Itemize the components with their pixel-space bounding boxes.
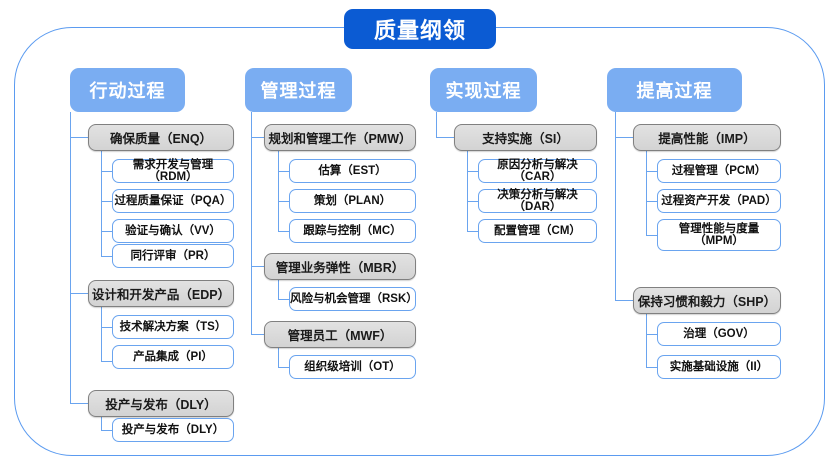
leaf-rdm[interactable]: 需求开发与管理（RDM） [112,159,234,183]
leaf-mc[interactable]: 跟踪与控制（MC） [289,219,416,243]
leaf-pqa[interactable]: 过程质量保证（PQA） [112,189,234,213]
group-stub-1-1 [70,137,89,139]
child-stub-si-2 [467,201,479,203]
leaf-gov[interactable]: 治理（GOV） [657,322,781,346]
group-stub-4-2 [615,300,634,302]
child-stub-shp-1 [646,334,658,336]
group-box-edp[interactable]: 设计和开发产品（EDP） [88,280,234,307]
child-trunk-shp [646,314,648,368]
column-header-2[interactable]: 管理过程 [245,68,352,112]
diagram-title: 质量纲领 [344,9,496,49]
leaf-plan[interactable]: 策划（PLAN） [289,189,416,213]
group-stub-2-3 [251,334,265,336]
child-stub-mbr-1 [278,299,290,301]
child-trunk-pmw [278,151,280,231]
child-trunk-mbr [278,280,280,300]
child-trunk-dly [101,417,103,431]
leaf-rsk[interactable]: 风险与机会管理（RSK） [289,287,418,311]
group-stub-2-2 [251,266,265,268]
column-trunk-1 [70,112,72,404]
leaf-dar[interactable]: 决策分析与解决（DAR） [478,189,597,213]
child-stub-si-3 [467,231,479,233]
column-trunk-3 [436,112,438,138]
leaf-ts[interactable]: 技术解决方案（TS） [112,315,234,339]
leaf-pcm[interactable]: 过程管理（PCM） [657,159,781,183]
child-stub-imp-3 [646,235,658,237]
child-stub-enq-2 [101,201,113,203]
leaf-pr[interactable]: 同行评审（PR） [112,244,234,268]
column-trunk-4 [615,112,617,301]
group-stub-4-1 [615,137,634,139]
group-box-mwf[interactable]: 管理员工（MWF） [264,321,416,348]
leaf-pi[interactable]: 产品集成（PI） [112,345,234,369]
child-stub-mwf-1 [278,367,290,369]
child-stub-si-1 [467,171,479,173]
group-box-dly[interactable]: 投产与发布（DLY） [88,390,234,417]
leaf-dly[interactable]: 投产与发布（DLY） [112,418,234,442]
child-stub-pmw-3 [278,231,290,233]
child-stub-imp-2 [646,201,658,203]
child-trunk-edp [101,307,103,362]
child-stub-edp-2 [101,361,113,363]
child-stub-imp-1 [646,171,658,173]
child-stub-edp-1 [101,327,113,329]
leaf-cm[interactable]: 配置管理（CM） [478,219,597,243]
column-header-3[interactable]: 实现过程 [430,68,537,112]
leaf-pad[interactable]: 过程资产开发（PAD） [657,189,781,213]
group-box-imp[interactable]: 提高性能（IMP） [633,124,781,151]
group-box-enq[interactable]: 确保质量（ENQ） [88,124,234,151]
group-box-mbr[interactable]: 管理业务弹性（MBR） [264,253,416,280]
child-stub-shp-2 [646,367,658,369]
column-trunk-2 [251,112,253,335]
group-stub-1-3 [70,403,89,405]
leaf-ot[interactable]: 组织级培训（OT） [289,355,416,379]
child-stub-enq-4 [101,256,113,258]
group-stub-1-2 [70,293,89,295]
child-stub-pmw-2 [278,201,290,203]
group-box-shp[interactable]: 保持习惯和毅力（SHP） [633,287,781,314]
child-stub-enq-3 [101,231,113,233]
leaf-est[interactable]: 估算（EST） [289,159,416,183]
column-header-4[interactable]: 提高过程 [607,68,742,112]
leaf-car[interactable]: 原因分析与解决（CAR） [478,159,597,183]
group-stub-3-1 [436,137,455,139]
leaf-ii[interactable]: 实施基础设施（II） [657,355,781,379]
group-stub-2-1 [251,137,265,139]
child-trunk-si [467,151,469,231]
column-header-1[interactable]: 行动过程 [70,68,185,112]
leaf-mpm[interactable]: 管理性能与度量（MPM） [657,219,781,251]
child-stub-pmw-1 [278,171,290,173]
group-box-pmw[interactable]: 规划和管理工作（PMW） [264,124,416,151]
child-stub-enq-1 [101,171,113,173]
child-trunk-imp [646,151,648,236]
leaf-vv[interactable]: 验证与确认（VV） [112,219,234,243]
child-stub-dly-1 [101,430,113,432]
child-trunk-mwf [278,348,280,368]
child-trunk-enq [101,151,103,256]
group-box-si[interactable]: 支持实施（SI） [454,124,597,151]
